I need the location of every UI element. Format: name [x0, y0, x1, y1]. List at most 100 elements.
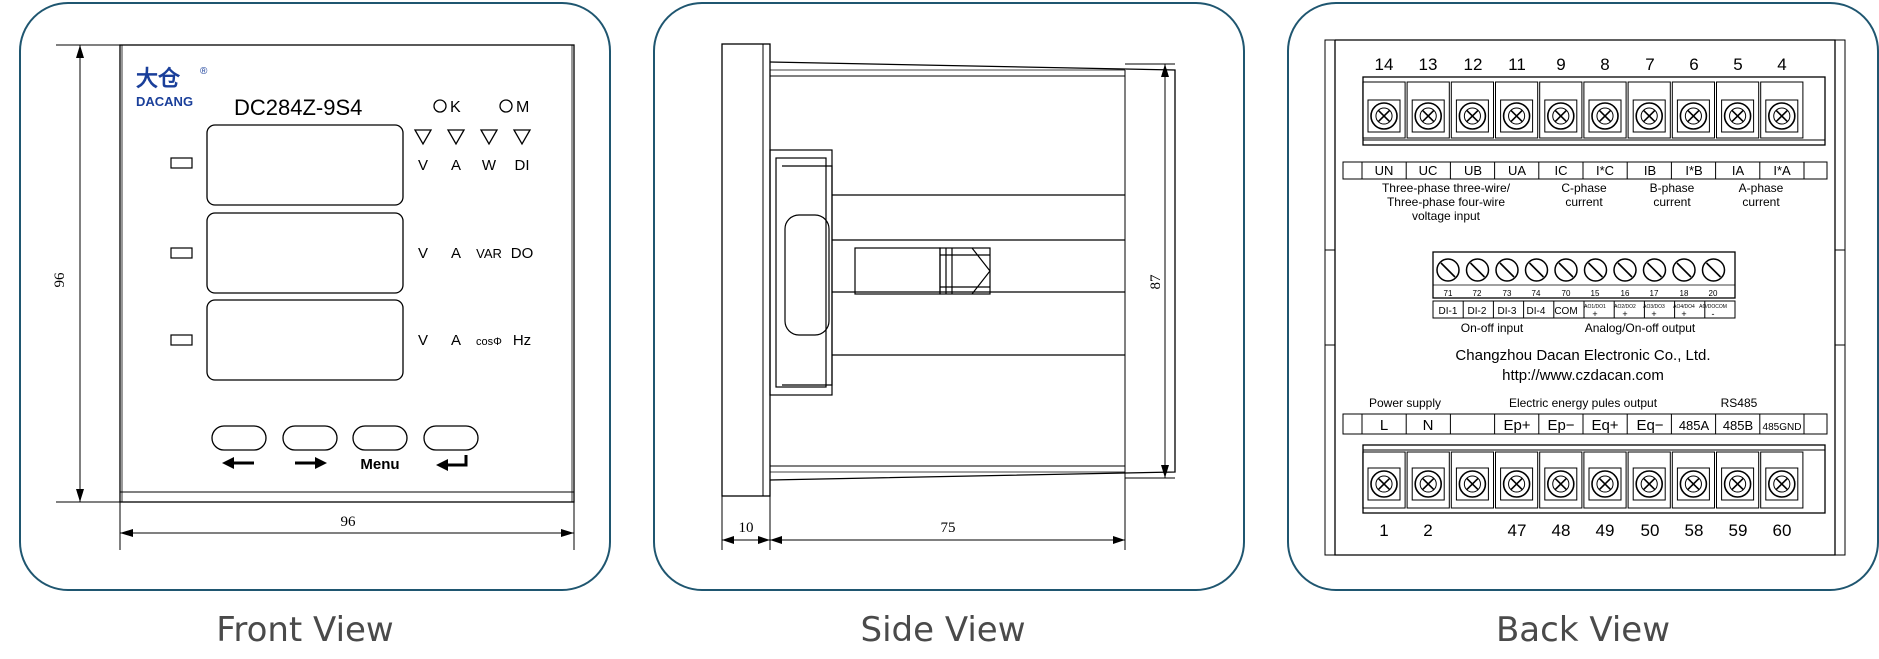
terminal-label: UC [1419, 163, 1438, 178]
brand-logo-en: DACANG [136, 94, 193, 109]
indicator-triangles [413, 129, 532, 146]
terminal-number: 9 [1556, 55, 1565, 74]
mid-terminal-label: AO4/DO4 [1673, 304, 1695, 310]
mid-terminal-sign: + [1681, 309, 1686, 319]
display-row-2 [206, 212, 404, 294]
side-view: 87 10 75 [653, 2, 1245, 591]
unit-label: Hz [513, 332, 531, 349]
terminal-screw [1583, 258, 1608, 282]
back-view: 14 13 12 11 9 8 7 6 5 4 UN UC UB UA IC I… [1287, 2, 1879, 591]
right-button[interactable] [282, 425, 338, 451]
b-phase-caption-2: current [1653, 195, 1691, 209]
model-number: DC284Z-9S4 [234, 95, 362, 120]
terminal-number: 14 [1375, 55, 1394, 74]
unit-label: V [418, 157, 428, 174]
power-supply-caption: Power supply [1369, 396, 1441, 410]
unit-label: DI [515, 157, 530, 174]
a-phase-caption-2: current [1742, 195, 1780, 209]
enter-button[interactable] [423, 425, 479, 451]
mid-terminal-number: 15 [1591, 289, 1600, 298]
mid-terminal-number: 71 [1444, 289, 1453, 298]
unit-label: W [482, 157, 497, 174]
front-view-caption: Front View [216, 610, 394, 650]
onoff-input-caption: On-off input [1461, 321, 1524, 335]
mid-terminal-number: 74 [1532, 289, 1541, 298]
terminal-screw [1539, 81, 1583, 139]
terminal-screw [1495, 258, 1519, 282]
mid-terminal-label: COM [1554, 306, 1577, 317]
bottom-terminal-label: 485A [1679, 418, 1710, 433]
front-view-panel [19, 2, 611, 591]
top-label-strip [1342, 161, 1828, 180]
terminal-screw [1627, 451, 1671, 509]
rs485-caption: RS485 [1721, 396, 1758, 410]
bottom-terminal-label: 485GND [1763, 422, 1802, 433]
bottom-terminal-label: Ep− [1547, 417, 1574, 434]
terminal-screw [1672, 258, 1696, 282]
terminal-screw [1554, 258, 1578, 282]
terminal-screw [1671, 451, 1716, 509]
bottom-terminal-number: 48 [1552, 521, 1571, 540]
side-view-caption: Side View [860, 610, 1026, 650]
bottom-terminal-number: 2 [1423, 521, 1432, 540]
middle-terminal-block [1432, 251, 1736, 299]
terminal-screw [1362, 81, 1406, 139]
mid-terminal-label: AO2/DO2 [1614, 304, 1636, 310]
mid-terminal-number: 72 [1473, 289, 1482, 298]
terminal-label: UN [1375, 163, 1394, 178]
terminal-screw [1583, 451, 1627, 509]
back-view-panel [1287, 2, 1879, 591]
c-phase-caption-2: current [1565, 195, 1603, 209]
led-k [433, 99, 447, 113]
right-arrow-icon [295, 457, 327, 469]
b-phase-caption-1: B-phase [1650, 181, 1695, 195]
mid-terminal-number: 73 [1503, 289, 1512, 298]
terminal-screw [1760, 81, 1804, 139]
bottom-terminal-number: 50 [1641, 521, 1660, 540]
left-button[interactable] [211, 425, 267, 451]
terminal-label: I*A [1773, 163, 1791, 178]
mid-terminal-label: AO1/DO1 [1584, 304, 1606, 310]
mid-terminal-label: AO3/DO3 [1643, 304, 1665, 310]
bottom-terminal-label: L [1380, 417, 1388, 434]
front-view: 96 96 大仓 ® DACANG DC284Z-9S4 K M [19, 2, 611, 591]
mid-terminal-sign: + [1651, 309, 1656, 319]
terminal-screw [1450, 451, 1495, 509]
bottom-terminal-label: N [1423, 417, 1434, 434]
mid-terminal-number: 70 [1562, 289, 1571, 298]
terminal-screw [1406, 451, 1450, 509]
menu-label: Menu [360, 456, 399, 473]
mid-terminal-sign: - [1712, 309, 1715, 319]
terminal-label: UA [1508, 163, 1526, 178]
bottom-terminal-label: Eq− [1636, 417, 1663, 434]
mid-terminal-label: AO/DOCOM [1699, 304, 1727, 310]
enter-arrow-icon [436, 455, 468, 471]
status-led-3 [170, 334, 193, 346]
terminal-number: 6 [1689, 55, 1698, 74]
bottom-terminal-number: 49 [1596, 521, 1615, 540]
bottom-terminal-label: 485B [1723, 418, 1753, 433]
svg-text:M: M [516, 99, 529, 116]
energy-output-caption: Electric energy pules output [1509, 396, 1658, 410]
unit-label: cosΦ [476, 336, 502, 348]
side-depth-label: 75 [941, 520, 956, 536]
terminal-number: 7 [1645, 55, 1654, 74]
bottom-terminal-number: 60 [1773, 521, 1792, 540]
terminal-screw [1406, 81, 1450, 139]
company-website: http://www.czdacan.com [1502, 367, 1664, 384]
mid-terminal-sign: + [1622, 309, 1627, 319]
menu-button[interactable] [352, 425, 408, 451]
mid-terminal-label: DI-2 [1468, 306, 1487, 317]
terminal-screw [1613, 258, 1637, 282]
unit-label: V [418, 332, 428, 349]
left-arrow-icon [222, 457, 254, 469]
unit-label: V [418, 245, 428, 262]
terminal-screw [1642, 258, 1667, 282]
display-row-3 [206, 299, 404, 381]
unit-label: A [451, 157, 461, 174]
analog-output-caption: Analog/On-off output [1585, 321, 1696, 335]
terminal-screw [1465, 258, 1490, 282]
unit-label: A [451, 332, 461, 349]
mid-terminal-number: 17 [1650, 289, 1659, 298]
